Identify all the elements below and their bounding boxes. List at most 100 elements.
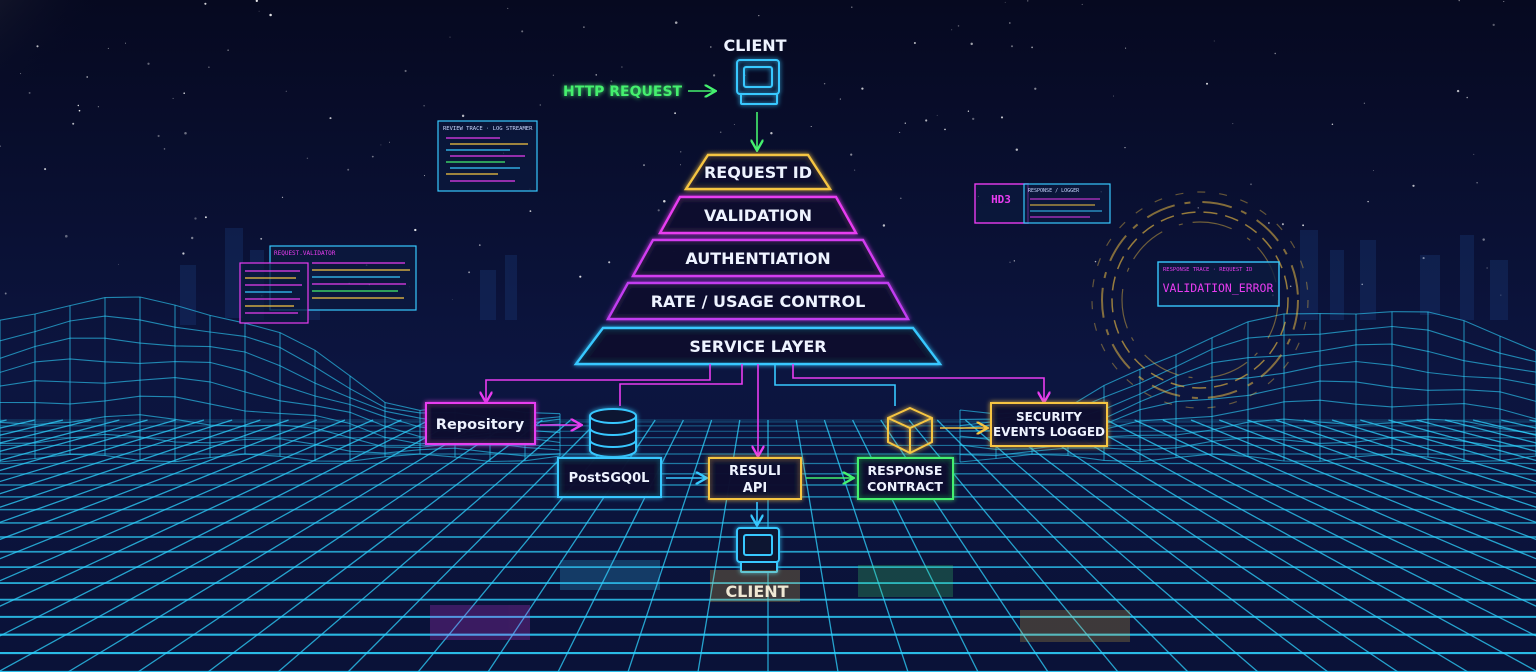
grid-radial-line bbox=[1106, 419, 1536, 637]
star bbox=[1112, 95, 1114, 97]
star bbox=[899, 131, 901, 133]
pyramid-layer-label: VALIDATION bbox=[704, 206, 812, 225]
star bbox=[1331, 123, 1334, 126]
star bbox=[1027, 0, 1029, 2]
star bbox=[944, 128, 946, 131]
star bbox=[1213, 40, 1215, 42]
error-panel-title: RESPONSE TRACE · REQUEST ID bbox=[1163, 267, 1252, 273]
validation-error-panel: RESPONSE TRACE · REQUEST ID VALIDATION_E… bbox=[1157, 261, 1280, 307]
star bbox=[1281, 223, 1284, 226]
star bbox=[1486, 267, 1488, 269]
grid-radial-line bbox=[0, 419, 261, 508]
star bbox=[4, 292, 7, 295]
pyramid-layer-label: AUTHENTIATION bbox=[685, 249, 830, 268]
star bbox=[163, 148, 166, 150]
pyramid-layer bbox=[630, 238, 886, 278]
star bbox=[583, 26, 585, 28]
grid-radial-line bbox=[993, 419, 1329, 672]
star bbox=[194, 217, 197, 220]
star bbox=[674, 112, 676, 115]
star bbox=[674, 21, 678, 24]
star bbox=[36, 45, 39, 48]
grid-radial-line bbox=[795, 419, 839, 672]
postgresql-node: PostSGQ0L bbox=[557, 457, 662, 498]
code-panel-mid-title: REQUEST.VALIDATOR bbox=[274, 250, 336, 257]
star bbox=[1031, 46, 1033, 49]
grid-radial-line bbox=[67, 419, 487, 672]
grid-radial-line bbox=[1303, 419, 1536, 495]
star bbox=[967, 110, 970, 112]
star bbox=[72, 122, 75, 125]
grid-radial-line bbox=[0, 419, 402, 607]
bottom-client-label: CLIENT bbox=[725, 582, 788, 601]
star bbox=[507, 7, 509, 9]
star bbox=[172, 97, 174, 99]
star bbox=[1456, 89, 1460, 93]
star bbox=[657, 209, 660, 212]
grid-radial-line bbox=[0, 419, 430, 637]
error-code-panel-title: RESPONSE / LOGGER bbox=[1028, 188, 1080, 194]
star bbox=[1008, 22, 1011, 24]
star bbox=[1000, 116, 1004, 119]
star bbox=[1458, 0, 1460, 2]
star bbox=[255, 0, 258, 3]
grid-radial-line bbox=[1275, 419, 1536, 508]
grid-radial-line bbox=[1162, 419, 1536, 582]
star bbox=[183, 92, 185, 94]
result-api-node: RESULI API bbox=[708, 457, 802, 500]
star bbox=[904, 122, 906, 124]
star bbox=[882, 224, 886, 227]
grid-radial-line bbox=[823, 419, 909, 672]
star bbox=[414, 228, 417, 232]
validation-error-text: VALIDATION_ERROR bbox=[1163, 281, 1274, 295]
star bbox=[713, 74, 716, 77]
grid-radial-line bbox=[207, 419, 543, 672]
bottom-client-computer-icon bbox=[736, 527, 780, 573]
star bbox=[1250, 183, 1252, 186]
service-connectors bbox=[486, 364, 1044, 455]
star bbox=[184, 132, 187, 135]
star bbox=[107, 47, 109, 49]
star bbox=[1476, 182, 1478, 184]
star bbox=[810, 125, 812, 128]
pyramid-layer-label: SERVICE LAYER bbox=[689, 337, 826, 356]
star bbox=[851, 6, 853, 8]
star bbox=[1197, 207, 1199, 209]
star bbox=[1361, 283, 1363, 286]
star bbox=[204, 2, 207, 5]
star bbox=[20, 73, 22, 75]
star bbox=[269, 13, 272, 17]
star bbox=[1466, 96, 1468, 99]
floor-reflections bbox=[430, 560, 1130, 642]
grid-radial-line bbox=[0, 419, 459, 672]
error-code-panel: HD3 RESPONSE / LOGGER bbox=[974, 183, 1111, 224]
star bbox=[1232, 123, 1234, 125]
database-icon bbox=[589, 408, 637, 458]
star bbox=[1503, 1, 1505, 2]
star bbox=[839, 98, 841, 100]
code-panel-mid: REQUEST.VALIDATOR bbox=[239, 245, 417, 324]
star bbox=[0, 145, 2, 148]
pyramid-layer-label: RATE / USAGE CONTROL bbox=[651, 292, 866, 311]
result-api-label-2: API bbox=[743, 481, 767, 496]
star bbox=[1482, 238, 1485, 241]
grid-radial-line bbox=[277, 419, 572, 672]
star bbox=[78, 109, 81, 112]
star bbox=[329, 117, 332, 120]
star bbox=[770, 132, 773, 135]
star bbox=[118, 263, 119, 265]
grid-radial-line bbox=[0, 419, 346, 560]
response-contract-node: RESPONSE CONTRACT bbox=[857, 457, 954, 500]
star bbox=[1289, 285, 1292, 287]
star bbox=[124, 42, 127, 44]
star bbox=[306, 157, 309, 159]
pyramid-layer bbox=[573, 326, 943, 366]
star bbox=[347, 168, 350, 171]
star bbox=[1081, 3, 1083, 5]
grid-radial-line bbox=[1134, 419, 1536, 607]
star bbox=[913, 41, 916, 45]
response-contract-label-2: CONTRACT bbox=[867, 479, 943, 494]
star bbox=[1094, 260, 1097, 263]
star bbox=[1010, 45, 1014, 48]
